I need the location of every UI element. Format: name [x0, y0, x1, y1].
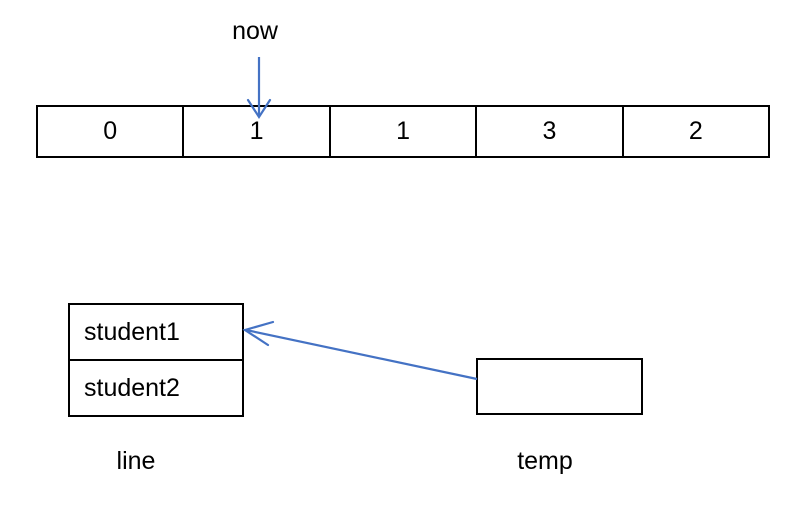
temp-to-line-arrow [242, 320, 478, 381]
array-cell-2: 1 [330, 107, 478, 156]
line-row-student2: student2 [84, 373, 180, 402]
now-pointer-label: now [232, 17, 278, 45]
temp-box-label: temp [517, 447, 573, 475]
array-cell-1: 1 [184, 107, 331, 156]
array-cell-4: 2 [623, 107, 769, 156]
line-row-student1: student1 [70, 305, 242, 361]
array-row: 0 1 1 3 2 [36, 105, 770, 158]
array-cell-3: 3 [477, 107, 624, 156]
temp-box [476, 358, 643, 415]
line-box-label: line [116, 447, 156, 475]
array-cell-0: 0 [38, 107, 185, 156]
line-box: student1 student2 [68, 303, 244, 417]
